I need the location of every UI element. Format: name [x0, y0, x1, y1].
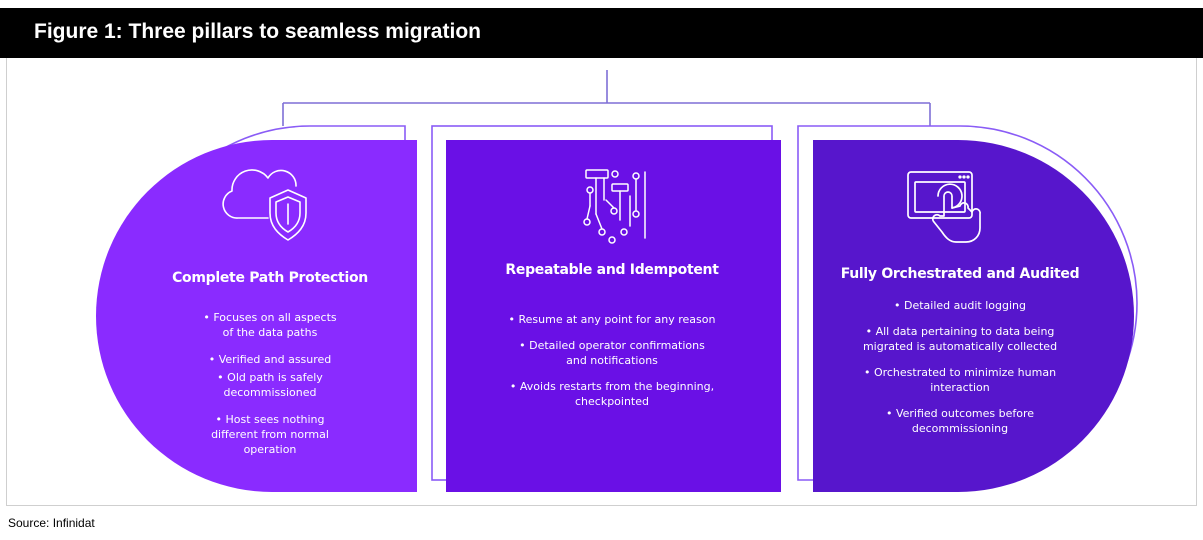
pillar-bullet-list: • Resume at any point for any reason • D… [452, 312, 772, 409]
pillar-bullet: • Focuses on all aspects of the data pat… [203, 311, 337, 339]
pillar-center-content: Repeatable and Idempotent • Resume at an… [452, 262, 772, 420]
pillar-bullet-list: • Focuses on all aspects of the data pat… [140, 310, 400, 457]
pillar-bullet: • Detailed audit logging [894, 299, 1026, 312]
circuit-board-icon [583, 169, 646, 244]
pillar-bullet-list: • Detailed audit logging • All data pert… [815, 298, 1105, 436]
pillar-bullet: • Verified and assured [208, 353, 332, 366]
source-note: Source: Infinidat [8, 516, 95, 530]
cloud-shield-icon [222, 169, 307, 241]
pillar-center-shape [431, 125, 781, 492]
pillar-left-shape [96, 125, 417, 492]
connector-lines [282, 70, 931, 126]
pillar-bullet: • Detailed operator confirmations and no… [519, 339, 705, 367]
figure-title: Figure 1: Three pillars to seamless migr… [34, 20, 481, 43]
pillar-bullet: • Old path is safely decommissioned [217, 371, 323, 399]
pillar-bullet: • Verified outcomes before decommissioni… [885, 407, 1035, 435]
pillar-left-content: Complete Path Protection • Focuses on al… [140, 270, 400, 460]
pillar-bullet: • All data pertaining to data being migr… [862, 325, 1058, 353]
pillar-bullet: • Host sees nothing different from norma… [211, 413, 329, 456]
pillar-bullet: • Resume at any point for any reason [508, 313, 716, 326]
frame-bottom-border [6, 505, 1197, 506]
frame-right-border [1196, 58, 1197, 506]
pillar-bullet: • Orchestrated to minimize human interac… [863, 366, 1057, 394]
touchscreen-hand-icon [907, 171, 981, 243]
pillar-title: Repeatable and Idempotent [505, 262, 719, 278]
figure-title-bar: Figure 1: Three pillars to seamless migr… [0, 8, 1203, 58]
pillar-bullet: • Avoids restarts from the beginning, ch… [509, 380, 715, 408]
pillar-right-shape [797, 125, 1138, 492]
pillar-right-content: Fully Orchestrated and Audited • Detaile… [815, 266, 1105, 447]
pillar-title: Fully Orchestrated and Audited [840, 266, 1080, 282]
frame-left-border [6, 58, 7, 506]
pillar-title: Complete Path Protection [172, 270, 368, 286]
